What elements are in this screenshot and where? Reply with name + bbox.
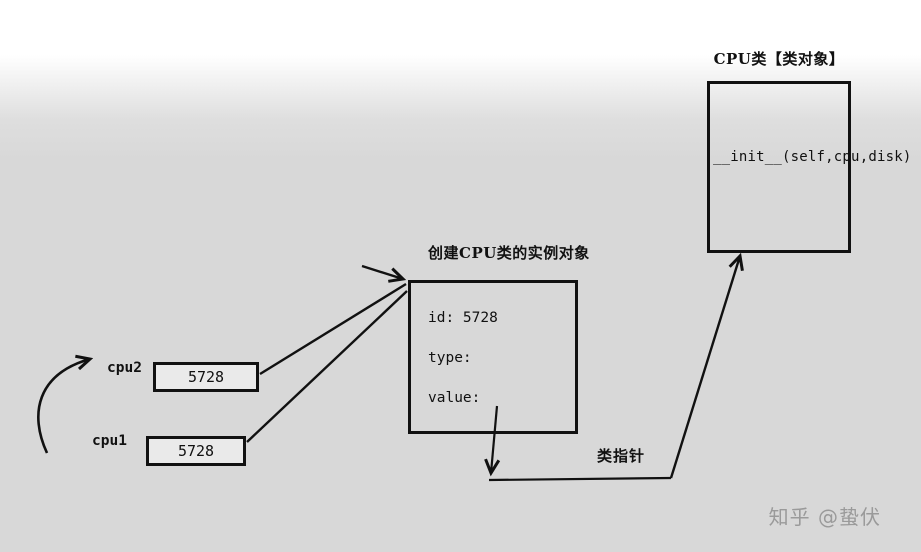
class-object-box [707,81,851,253]
instance-field-id: id: 5728 [428,310,498,326]
variable-value-cpu2: 5728 [187,368,225,386]
class-box-title: CPU类【类对象】 [713,50,845,68]
instance-field-type: type: [428,350,472,366]
value-pointer-horizontal [488,476,672,482]
variable-label-cpu2: cpu2 [107,360,142,376]
instance-box-title: 创建CPU类的实例对象 [428,244,590,262]
variable-label-cpu1: cpu1 [92,433,127,449]
variable-box-cpu1: 5728 [146,436,246,466]
class-pointer-arrow [669,256,740,479]
curved-arrow-to-cpu2 [37,359,90,454]
watermark: 知乎 @蛰伏 [769,501,881,530]
instance-field-value: value: [428,390,481,406]
class-pointer-label: 类指针 [597,447,646,465]
watermark-text: 知乎 @蛰伏 [768,505,881,529]
arrow-into-instance-corner [361,264,403,279]
variable-value-cpu1: 5728 [177,442,215,460]
arrow-cpu2-to-instance [259,282,407,376]
variable-box-cpu2: 5728 [153,362,259,392]
init-method-text: __init__(self,cpu,disk) [713,149,912,165]
instance-object-box: id: 5728 type: value: [408,280,578,434]
arrow-cpu1-to-instance [246,290,408,443]
